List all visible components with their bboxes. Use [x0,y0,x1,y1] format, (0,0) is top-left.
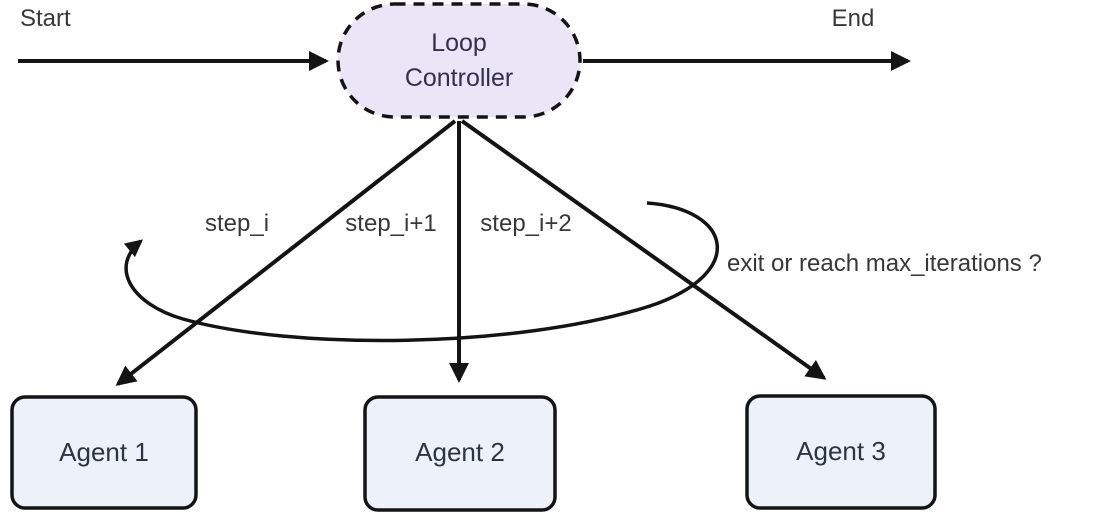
end-label: End [831,5,875,32]
edge-label-step-i: step_i [204,210,270,237]
edge-step-i-plus-2 [460,119,827,380]
agent2-node: Agent 2 [364,396,556,509]
loop-controller-node: Loop Controller [337,4,581,117]
agent3-node-shape [745,394,937,510]
edge-label-step-i-plus-1: step_i+1 [345,210,437,237]
agent2-node-shape [363,395,557,512]
loop-controller-node-shape [336,2,582,119]
edge-loop-back [123,201,719,343]
agent1-node: Agent 1 [11,396,197,509]
agent1-label: Agent 1 [59,437,149,467]
start-label: Start [20,5,71,32]
agent1-node-shape [10,395,198,510]
loop-condition-label: exit or reach max_iterations ? [727,250,1042,277]
edge-label-step-i-plus-2: step_i+2 [480,210,572,237]
edge-step-i [115,119,457,386]
agent3-label: Agent 3 [796,436,886,466]
agent3-node: Agent 3 [746,395,936,508]
loop-controller-label: Loop Controller [404,28,514,92]
agent2-label: Agent 2 [415,437,505,467]
